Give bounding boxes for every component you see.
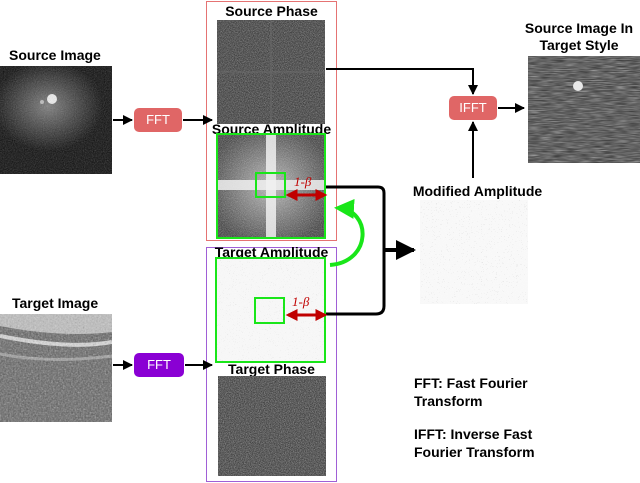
source-image xyxy=(0,66,112,174)
legend-fft-line2: Transform xyxy=(414,393,483,409)
target-center-box xyxy=(254,297,285,324)
target-image-graphic xyxy=(0,314,112,422)
legend-ifft-line1: IFFT: Inverse Fast xyxy=(414,426,533,442)
target-image xyxy=(0,314,112,422)
modified-amplitude-image xyxy=(420,200,528,304)
result-label-line2: Target Style xyxy=(539,37,619,53)
target-image-label: Target Image xyxy=(12,295,99,311)
arrow-phase-ifft xyxy=(326,68,478,95)
source-center-box xyxy=(255,172,286,198)
source-phase-label: Source Phase xyxy=(225,3,318,19)
legend-fft: FFT: Fast Fourier Transform xyxy=(414,374,528,410)
source-amplitude-graphic xyxy=(218,135,324,237)
modified-amplitude-label: Modified Amplitude xyxy=(412,183,543,199)
target-amplitude-label: Target Amplitude xyxy=(214,244,329,260)
fft-target-button[interactable]: FFT xyxy=(134,353,184,377)
legend-ifft: IFFT: Inverse Fast Fourier Transform xyxy=(414,425,535,461)
result-image xyxy=(528,56,640,163)
beta-label-bottom: 1-β xyxy=(292,294,310,309)
legend-fft-line1: FFT: Fast Fourier xyxy=(414,375,528,391)
beta-label-top: 1-β xyxy=(294,174,312,189)
source-image-label: Source Image xyxy=(9,47,101,63)
source-phase-graphic xyxy=(217,20,325,124)
source-image-graphic xyxy=(0,66,112,174)
fft-source-button[interactable]: FFT xyxy=(134,108,182,132)
legend-ifft-line2: Fourier Transform xyxy=(414,444,535,460)
target-phase-image xyxy=(218,376,326,476)
target-amplitude-image xyxy=(215,257,326,363)
target-amplitude-graphic xyxy=(217,259,324,361)
ifft-button[interactable]: IFFT xyxy=(449,96,497,120)
modified-amplitude-graphic xyxy=(420,200,528,304)
target-phase-graphic xyxy=(218,376,326,476)
target-phase-label: Target Phase xyxy=(228,361,315,377)
result-image-graphic xyxy=(528,56,640,163)
source-amplitude-image xyxy=(216,133,326,239)
result-label-line1: Source Image In xyxy=(524,20,634,36)
source-phase-image xyxy=(217,20,325,124)
